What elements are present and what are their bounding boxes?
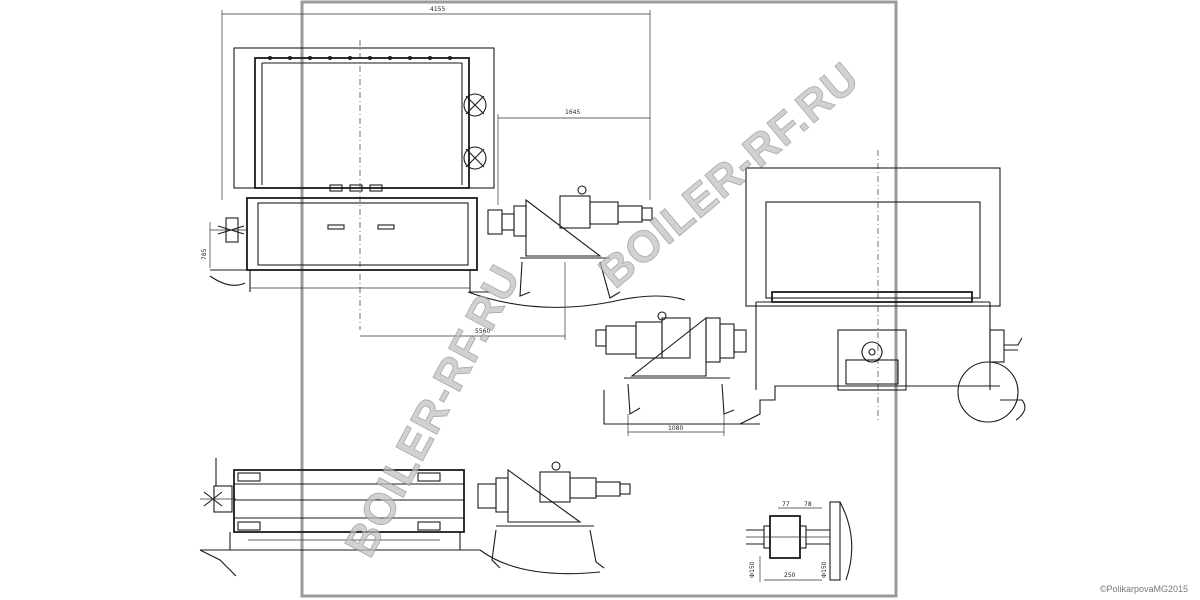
dim-top-inner: 1645 [565,109,580,116]
coupling-detail-view: 77 78 250 Ф150 Ф150 [746,501,853,582]
copyright-label: ©PolikarpovaMG2015 [1099,584,1188,594]
dim-detail-width: 250 [784,572,796,579]
dim-detail-height-right: Ф150 [821,561,828,578]
dim-top-bottom: 5560 [475,328,490,335]
dim-top-overall: 4155 [430,6,445,13]
boiler-plan-view [199,458,631,577]
dim-detail-right: 78 [804,501,812,508]
dim-right-view-width: 1080 [668,425,683,432]
dim-detail-height-left: Ф150 [749,561,756,578]
dim-detail-left: 77 [782,501,790,508]
frame-border [300,0,898,598]
boiler-side-view: 1080 [595,150,1026,436]
boiler-elevation-view: 4155 1645 [201,6,686,340]
dim-left-height: 785 [201,248,208,260]
watermark-top-right: BOILER-RF.RU [590,53,868,298]
